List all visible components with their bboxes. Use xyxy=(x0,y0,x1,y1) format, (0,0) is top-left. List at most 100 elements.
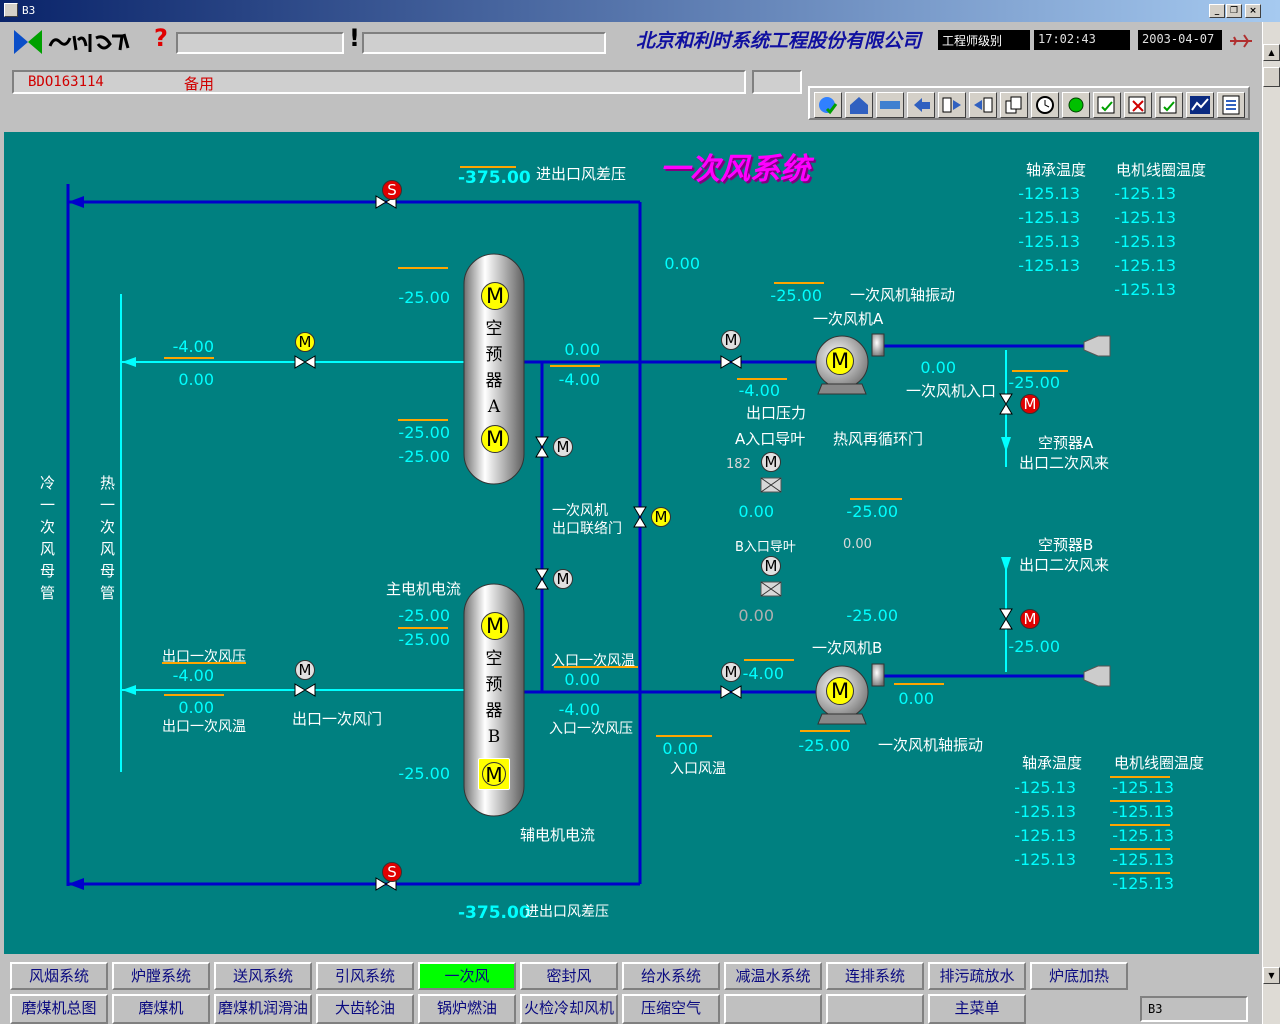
bottom-dp-value[interactable]: -375.00 xyxy=(458,903,531,923)
nav-11[interactable]: 炉底加热 xyxy=(1030,962,1128,990)
top-solenoid-valve-icon[interactable]: S xyxy=(382,180,402,200)
minimize-button[interactable]: _ xyxy=(1209,4,1225,18)
igv-b-recirc[interactable]: -25.00 xyxy=(846,606,898,625)
nav-2[interactable]: 炉膛系统 xyxy=(112,962,210,990)
alert-icon[interactable]: ! xyxy=(349,24,360,52)
aph-b-main-motor-icon[interactable]: M xyxy=(481,612,509,640)
nav-4[interactable]: 引风系统 xyxy=(316,962,414,990)
nav-8[interactable]: 减温水系统 xyxy=(724,962,822,990)
aph-b-current-2[interactable]: -25.00 xyxy=(398,630,450,649)
fan-a-outlet-damper-motor-icon[interactable]: M xyxy=(721,330,741,350)
nav-row2-9[interactable] xyxy=(826,994,924,1024)
nav-3[interactable]: 送风系统 xyxy=(214,962,312,990)
igv-a-value[interactable]: 182 xyxy=(726,457,751,472)
fan-b-bearing-temp[interactable]: -125.13 xyxy=(1014,802,1076,821)
nav-row2-3[interactable]: 磨煤机润滑油 xyxy=(214,994,312,1024)
vertical-scrollbar[interactable]: ▲ ▼ xyxy=(1262,22,1280,1024)
a-duct-value-2[interactable]: -4.00 xyxy=(558,370,600,389)
nav-7[interactable]: 给水系统 xyxy=(622,962,720,990)
scroll-down-icon[interactable]: ▼ xyxy=(1263,967,1280,984)
nav-row2-5[interactable]: 锅炉燃油 xyxy=(418,994,516,1024)
trend-cross-icon[interactable] xyxy=(1124,92,1152,118)
swap-right-icon[interactable] xyxy=(969,92,997,118)
center-value[interactable]: 0.00 xyxy=(664,254,700,273)
aph-a-main-motor-icon[interactable]: M xyxy=(481,282,509,310)
a-outlet-damper-motor-icon[interactable]: M xyxy=(295,332,315,352)
nav-1[interactable]: 风烟系统 xyxy=(10,962,108,990)
b-outlet-damper-motor-icon[interactable]: M xyxy=(295,660,315,680)
nav-6[interactable]: 密封风 xyxy=(520,962,618,990)
aph-b-aux-current[interactable]: -25.00 xyxy=(398,764,450,783)
fan-a-bearing-temp[interactable]: -125.13 xyxy=(1018,232,1080,251)
scroll-up-icon[interactable]: ▲ xyxy=(1263,44,1280,61)
green-light-icon[interactable] xyxy=(1062,92,1090,118)
a-duct-value-1[interactable]: 0.00 xyxy=(564,340,600,359)
trend-check-icon[interactable] xyxy=(1093,92,1121,118)
pipe-icon[interactable] xyxy=(876,92,904,118)
igv-b-motor-icon[interactable]: M xyxy=(761,556,781,576)
fan-b-vibration[interactable]: -25.00 xyxy=(798,736,850,755)
chart-icon[interactable] xyxy=(1186,92,1214,118)
nav-row2-2[interactable]: 磨煤机 xyxy=(112,994,210,1024)
nav-row2-6[interactable]: 火检冷却风机 xyxy=(520,994,618,1024)
aph-a-bottom-current-1[interactable]: -25.00 xyxy=(398,423,450,442)
fan-b-motor-coil-temp[interactable]: -125.13 xyxy=(1112,826,1174,845)
b-outlet-pressure[interactable]: -4.00 xyxy=(172,666,214,685)
restore-button[interactable]: ❐ xyxy=(1226,4,1242,18)
scroll-thumb[interactable] xyxy=(1263,67,1280,87)
copy-icon[interactable] xyxy=(1000,92,1028,118)
fan-a-motor-icon[interactable]: M xyxy=(826,347,854,375)
link-valve-upper-motor-icon[interactable]: M xyxy=(553,437,573,457)
fan-b-bearing-temp[interactable]: -125.13 xyxy=(1014,778,1076,797)
globe-check-icon[interactable] xyxy=(814,92,842,118)
fan-b-bearing-temp[interactable]: -125.13 xyxy=(1014,826,1076,845)
igv-b-value[interactable]: 0.00 xyxy=(843,537,872,552)
fan-b-motor-icon[interactable]: M xyxy=(826,677,854,705)
nav-row2-4[interactable]: 大齿轮油 xyxy=(316,994,414,1024)
fan-a-motor-coil-temp[interactable]: -125.13 xyxy=(1114,208,1176,227)
fan-a-outlet-pressure[interactable]: -4.00 xyxy=(738,381,780,400)
help-icon[interactable]: ? xyxy=(154,24,168,52)
fan-a-inlet-value[interactable]: 0.00 xyxy=(920,358,956,377)
bottom-solenoid-valve-icon[interactable]: S xyxy=(382,862,402,882)
nav-row2-10[interactable]: 主菜单 xyxy=(928,994,1026,1024)
igv-a-motor-icon[interactable]: M xyxy=(761,452,781,472)
fan-a-vibration[interactable]: -25.00 xyxy=(770,286,822,305)
b-inlet-temp[interactable]: 0.00 xyxy=(564,670,600,689)
nav-9[interactable]: 连排系统 xyxy=(826,962,924,990)
fan-b-motor-coil-temp[interactable]: -125.13 xyxy=(1112,874,1174,893)
hot-recirc-value[interactable]: -25.00 xyxy=(846,502,898,521)
aph-b-current-1[interactable]: -25.00 xyxy=(398,606,450,625)
house-icon[interactable] xyxy=(845,92,873,118)
fan-a-motor-coil-temp[interactable]: -125.13 xyxy=(1114,232,1176,251)
top-dp-value[interactable]: -375.00 xyxy=(458,168,531,188)
a-outlet-temp[interactable]: 0.00 xyxy=(178,370,214,389)
link-door-motor-icon[interactable]: M xyxy=(651,507,671,527)
list-icon[interactable] xyxy=(1217,92,1245,118)
fan-a-motor-coil-temp[interactable]: -125.13 xyxy=(1114,280,1176,299)
fan-b-recirc-value[interactable]: -25.00 xyxy=(1008,637,1060,656)
igv-b-position[interactable]: 0.00 xyxy=(738,606,774,625)
fan-b-inlet-value[interactable]: 0.00 xyxy=(898,689,934,708)
nav-5[interactable]: 一次风 xyxy=(418,962,516,990)
nav-row2-1[interactable]: 磨煤机总图 xyxy=(10,994,108,1024)
back-arrow-icon[interactable] xyxy=(907,92,935,118)
swap-left-icon[interactable] xyxy=(938,92,966,118)
fan-a-bearing-temp[interactable]: -125.13 xyxy=(1018,208,1080,227)
a-outlet-pressure[interactable]: -4.00 xyxy=(172,337,214,356)
fan-a-bearing-temp[interactable]: -125.13 xyxy=(1018,184,1080,203)
fan-a-motor-coil-temp[interactable]: -125.13 xyxy=(1114,184,1176,203)
app-icon[interactable] xyxy=(4,3,18,17)
fan-b-outlet-pressure[interactable]: -4.00 xyxy=(742,664,784,683)
fan-b-motor-coil-temp[interactable]: -125.13 xyxy=(1112,802,1174,821)
fan-a-recirc-valve-icon[interactable]: M xyxy=(1020,394,1040,414)
aph-a-bottom-current-2[interactable]: -25.00 xyxy=(398,447,450,466)
link-valve-lower-motor-icon[interactable]: M xyxy=(553,569,573,589)
b-outlet-temp[interactable]: 0.00 xyxy=(178,698,214,717)
fan-a-inlet-value-2[interactable]: -25.00 xyxy=(1008,373,1060,392)
inlet-air-temp[interactable]: 0.00 xyxy=(662,739,698,758)
nav-row2-7[interactable]: 压缩空气 xyxy=(622,994,720,1024)
fan-a-bearing-temp[interactable]: -125.13 xyxy=(1018,256,1080,275)
fan-a-motor-coil-temp[interactable]: -125.13 xyxy=(1114,256,1176,275)
plane-icon[interactable] xyxy=(1228,32,1256,50)
